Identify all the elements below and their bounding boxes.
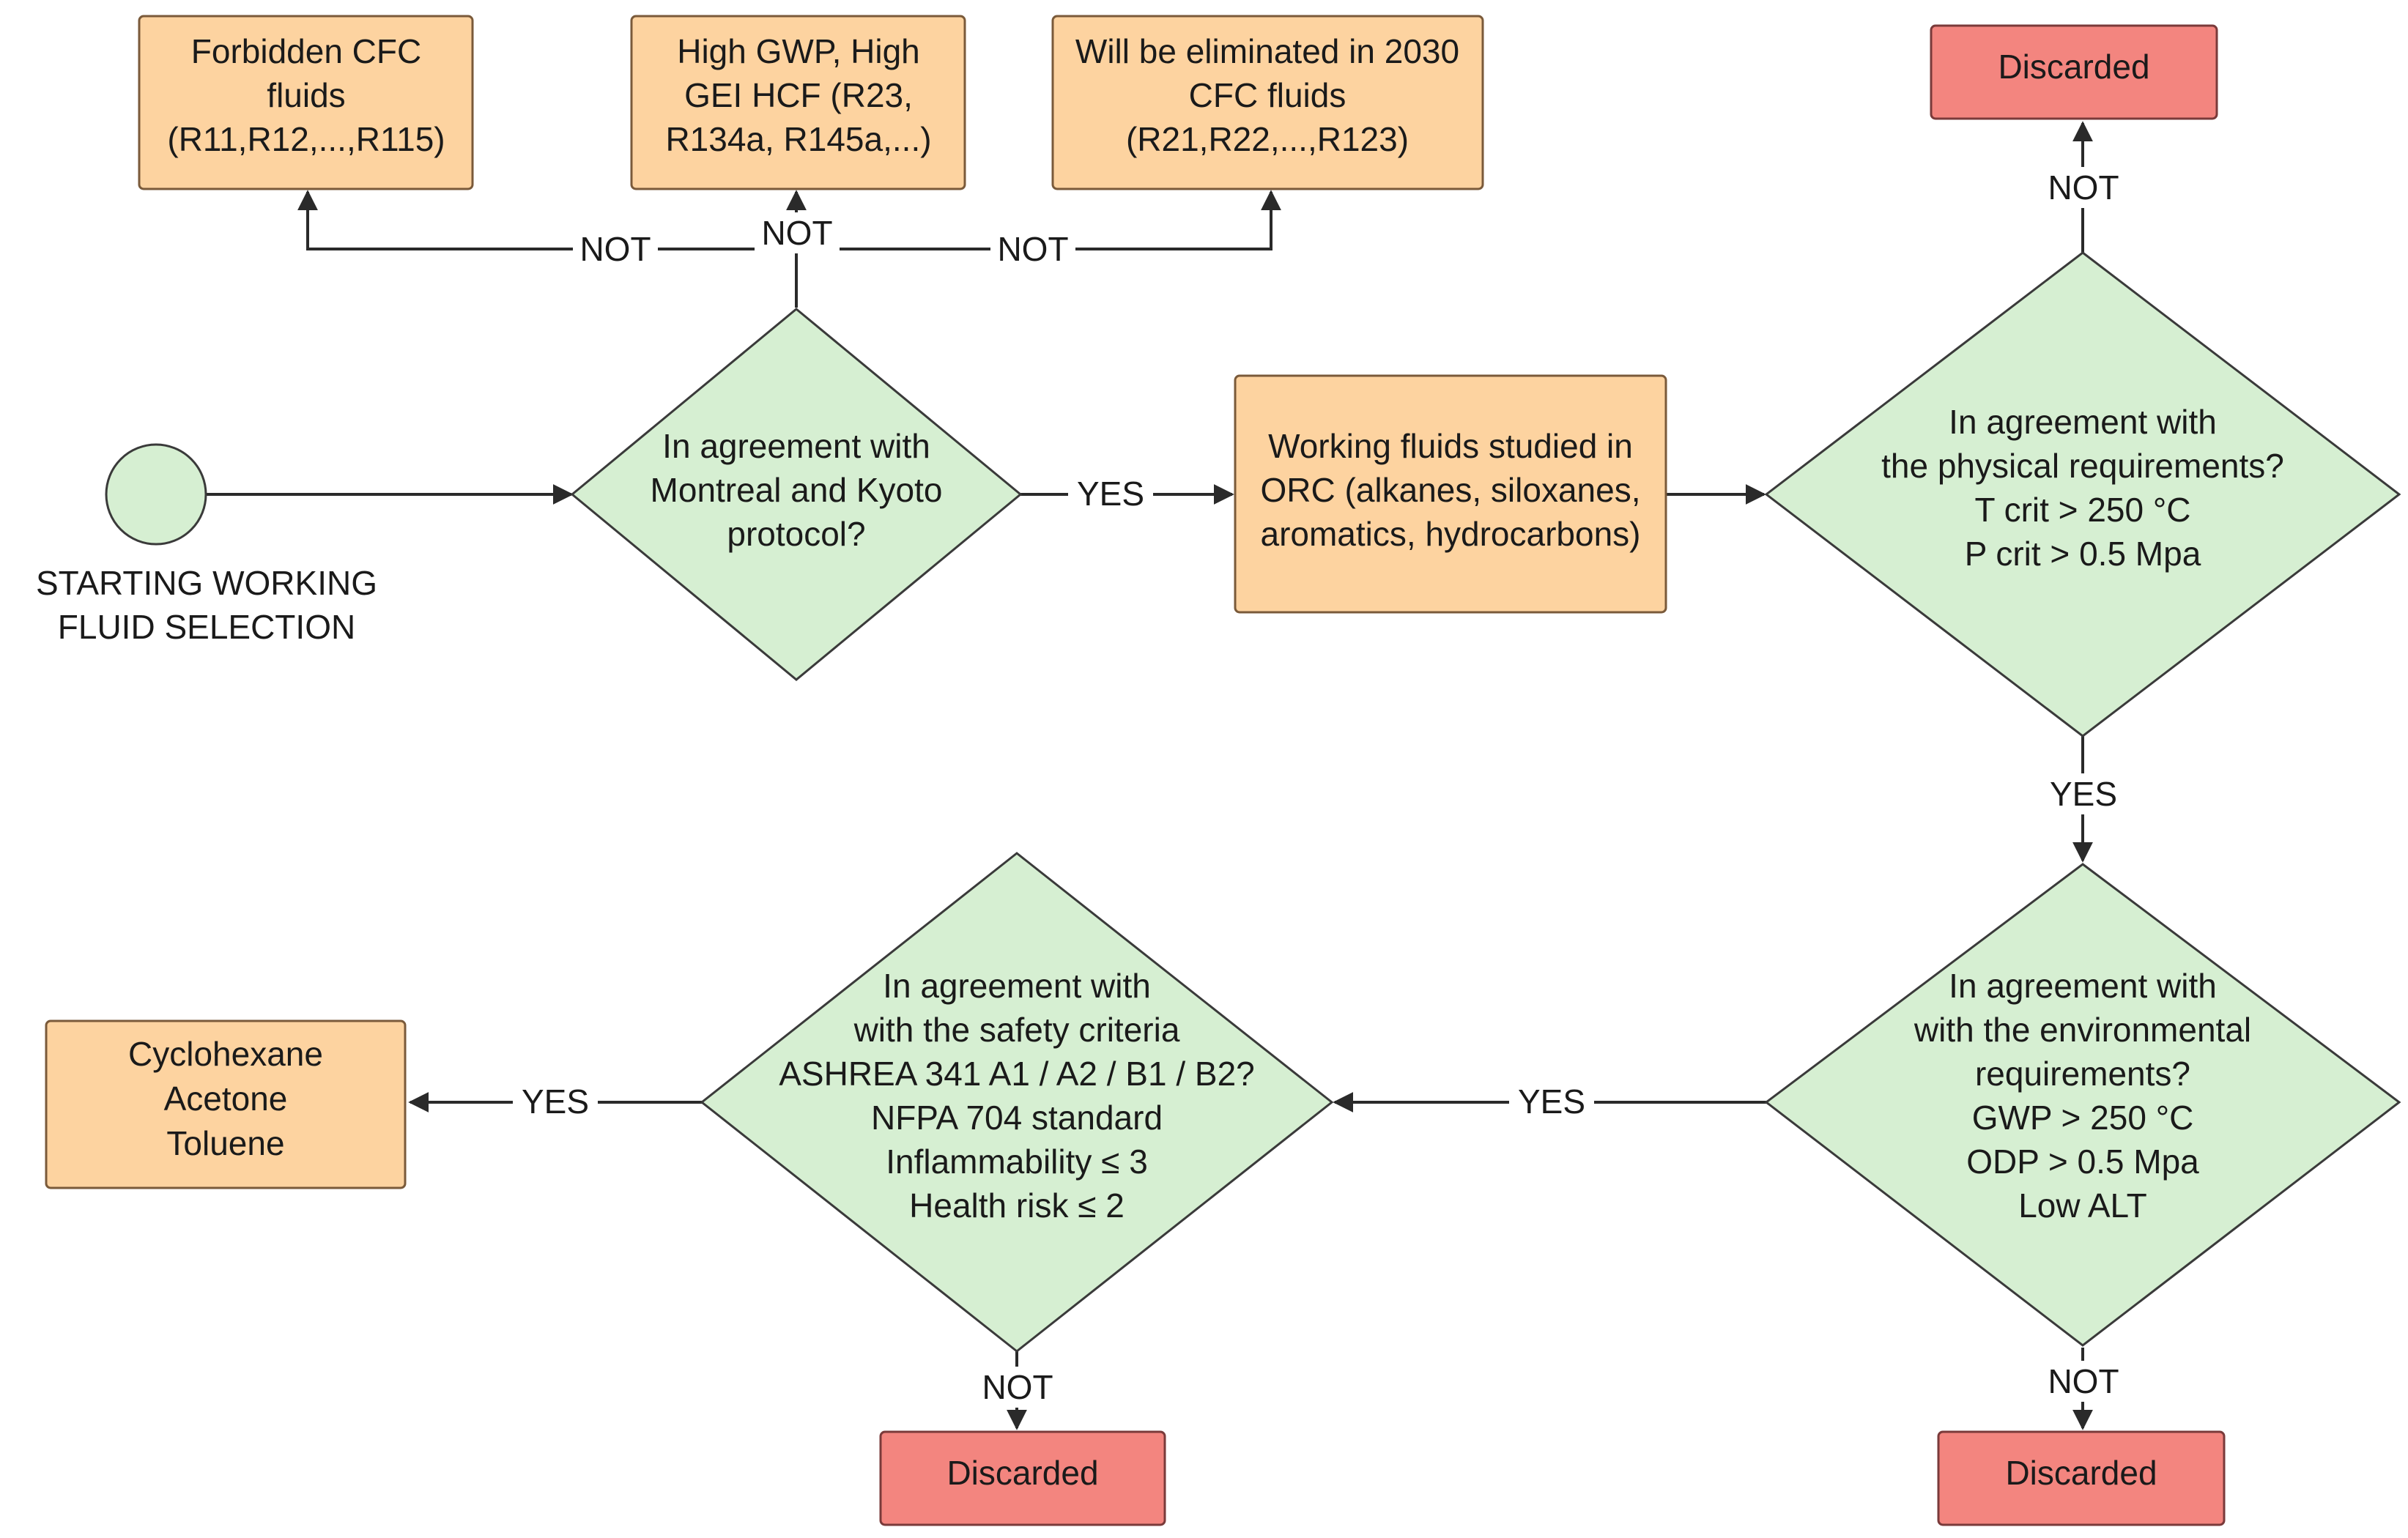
- box-cfc-forbidden-line-1: Forbidden CFC: [191, 32, 421, 70]
- start-node: STARTING WORKING FLUID SELECTION: [36, 443, 377, 646]
- label-not-right: NOT: [997, 230, 1068, 268]
- start-circle: [105, 443, 207, 546]
- decision-env-line-6: Low ALT: [2018, 1186, 2147, 1225]
- decision-physical-line-1: In agreement with: [1949, 403, 2217, 441]
- label-not-left: NOT: [579, 230, 651, 268]
- box-eliminated-line-1: Will be eliminated in 2030: [1075, 32, 1459, 70]
- box-high-gwp-line-1: High GWP, High: [677, 32, 920, 70]
- box-result-line-3: Toluene: [166, 1124, 284, 1162]
- edge-not-to-cfc-forbidden: [297, 190, 796, 250]
- box-orc-line-2: ORC (alkanes, siloxanes,: [1261, 471, 1641, 509]
- box-result: Cyclohexane Acetone Toluene: [45, 1019, 407, 1189]
- box-result-line-1: Cyclohexane: [128, 1035, 323, 1073]
- decision-safety-line-6: Health risk ≤ 2: [909, 1186, 1125, 1225]
- box-eliminated-line-2: CFC fluids: [1189, 76, 1346, 114]
- start-caption-line-1: STARTING WORKING: [36, 564, 377, 602]
- decision-safety: In agreement with with the safety criter…: [700, 852, 1334, 1353]
- box-eliminated-line-3: (R21,R22,...,R123): [1126, 120, 1409, 158]
- box-orc-line-3: aromatics, hydrocarbons): [1261, 515, 1641, 553]
- box-cfc-forbidden-line-2: fluids: [267, 76, 345, 114]
- label-not-safety: NOT: [982, 1368, 1053, 1406]
- decision-protocol-line-3: protocol?: [727, 515, 865, 553]
- box-discarded-top-text: Discarded: [1998, 48, 2149, 86]
- decision-env-line-1: In agreement with: [1949, 967, 2217, 1005]
- decision-env-line-3: requirements?: [1975, 1055, 2190, 1093]
- edge-not-to-eliminated: [796, 190, 1281, 250]
- decision-physical-line-2: the physical requirements?: [1881, 447, 2284, 485]
- decision-physical: In agreement with the physical requireme…: [1764, 251, 2401, 738]
- decision-physical-line-3: T crit > 250 °C: [1975, 491, 2191, 529]
- decision-physical-line-4: P crit > 0.5 Mpa: [1965, 535, 2201, 573]
- box-discarded-top: Discarded: [1930, 24, 2218, 120]
- decision-protocol-line-2: Montreal and Kyoto: [651, 471, 943, 509]
- box-discarded-bottom-mid: Discarded: [879, 1430, 1166, 1526]
- box-result-line-2: Acetone: [164, 1080, 288, 1118]
- decision-safety-line-3: ASHREA 341 A1 / A2 / B1 / B2?: [779, 1055, 1255, 1093]
- decision-safety-line-1: In agreement with: [883, 967, 1151, 1005]
- decision-env-line-2: with the environmental: [1914, 1011, 2251, 1049]
- decision-safety-line-5: Inflammability ≤ 3: [886, 1143, 1148, 1181]
- box-discarded-right-text: Discarded: [2005, 1454, 2157, 1492]
- decision-safety-line-4: NFPA 704 standard: [871, 1099, 1163, 1137]
- box-high-gwp: High GWP, High GEI HCF (R23, R134a, R145…: [630, 15, 966, 190]
- label-yes-protocol: YES: [1077, 475, 1144, 513]
- label-yes-environmental: YES: [1518, 1082, 1585, 1121]
- label-yes-physical: YES: [2050, 775, 2117, 813]
- decision-env-line-5: ODP > 0.5 Mpa: [1966, 1143, 2199, 1181]
- label-not-environmental: NOT: [2048, 1362, 2119, 1400]
- edge-labels: NOT NOT NOT YES NOT YES YES NOT YES NOT: [522, 168, 2119, 1406]
- box-eliminated-2030: Will be eliminated in 2030 CFC fluids (R…: [1051, 15, 1484, 190]
- box-cfc-forbidden: Forbidden CFC fluids (R11,R12,...,R115): [138, 15, 474, 190]
- label-not-center: NOT: [761, 214, 832, 252]
- label-not-physical: NOT: [2048, 168, 2119, 207]
- box-orc-line-1: Working fluids studied in: [1268, 427, 1633, 465]
- box-high-gwp-line-2: GEI HCF (R23,: [684, 76, 913, 114]
- edge-label-backgrounds: [513, 167, 2126, 1408]
- box-high-gwp-line-3: R134a, R145a,...): [665, 120, 931, 158]
- box-orc-fluids: Working fluids studied in ORC (alkanes, …: [1234, 374, 1667, 614]
- start-caption-line-2: FLUID SELECTION: [58, 608, 355, 646]
- label-yes-safety: YES: [522, 1082, 589, 1121]
- decision-protocol-line-1: In agreement with: [662, 427, 930, 465]
- box-discarded-bottom-right: Discarded: [1937, 1430, 2226, 1526]
- box-discarded-mid-text: Discarded: [946, 1454, 1098, 1492]
- decision-environmental: In agreement with with the environmental…: [1764, 863, 2401, 1347]
- decision-safety-line-2: with the safety criteria: [853, 1011, 1180, 1049]
- decision-env-line-4: GWP > 250 °C: [1972, 1099, 2194, 1137]
- box-cfc-forbidden-line-3: (R11,R12,...,R115): [167, 120, 445, 158]
- decision-protocol: In agreement with Montreal and Kyoto pro…: [570, 308, 1023, 681]
